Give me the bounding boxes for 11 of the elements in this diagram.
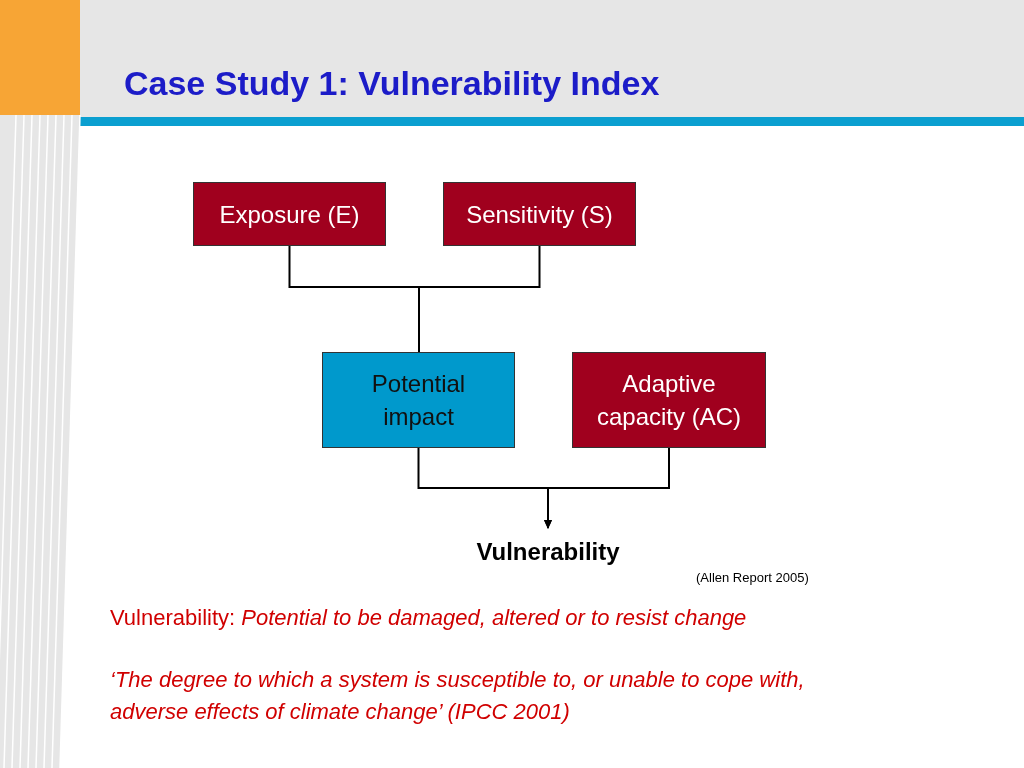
connector-line [418, 245, 541, 353]
quote-text: ‘The degree to which a system is susceptible to, or unable to cope with, adverse effects of climate change’ (IPCC 2001) [110, 666, 806, 726]
result-text: Vulnerability [460, 532, 636, 572]
connector-line [544, 447, 670, 529]
factor-box: Sensitivity (S) [443, 182, 636, 246]
factor-box: Potential impact [322, 352, 515, 448]
definition-text: Vulnerability: Potential to be damaged, altered or to resist change [110, 604, 748, 632]
factor-box: Adaptive capacity (AC) [572, 352, 766, 448]
slide-title: Case Study 1: Vulnerability Index [124, 66, 660, 100]
source-note: (Allen Report 2005) [696, 569, 809, 587]
factor-box: Exposure (E) [193, 182, 386, 246]
